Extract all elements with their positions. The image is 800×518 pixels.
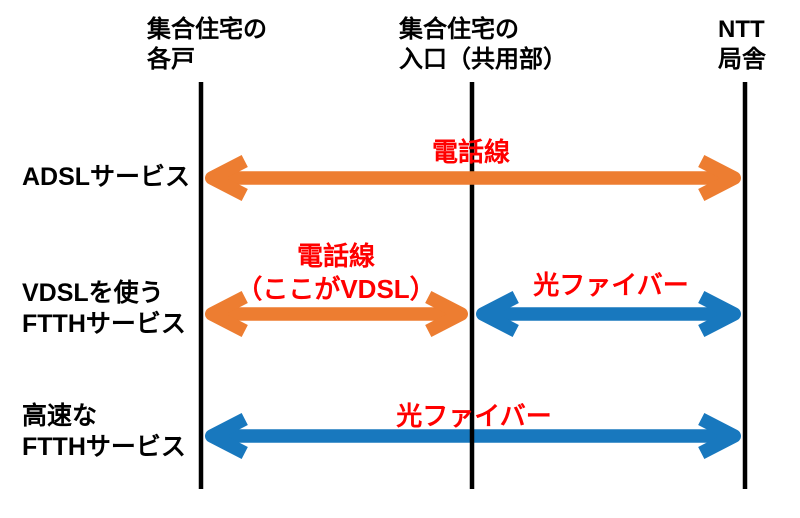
column-header-ntt-office: NTT 局舎 — [718, 16, 766, 73]
arrow-label-phone-line-vdsl: 電話線 （ここがVDSL） — [236, 241, 436, 304]
row-label-vdsl-ftth-service: VDSLを使う FTTHサービス — [22, 279, 186, 338]
arrow-label-phone-line: 電話線 — [431, 137, 511, 167]
arrow-label-optical-fiber-short: 光ファイバー — [533, 270, 689, 300]
arrow-label-optical-fiber-long: 光ファイバー — [396, 401, 552, 431]
row-label-fast-ftth-service: 高速な FTTHサービス — [22, 402, 186, 461]
column-header-apartment-entrance: 集合住宅の 入口（共用部） — [399, 16, 567, 73]
column-header-apartment-units: 集合住宅の 各戸 — [147, 16, 267, 73]
row-label-adsl-service: ADSLサービス — [22, 163, 191, 191]
